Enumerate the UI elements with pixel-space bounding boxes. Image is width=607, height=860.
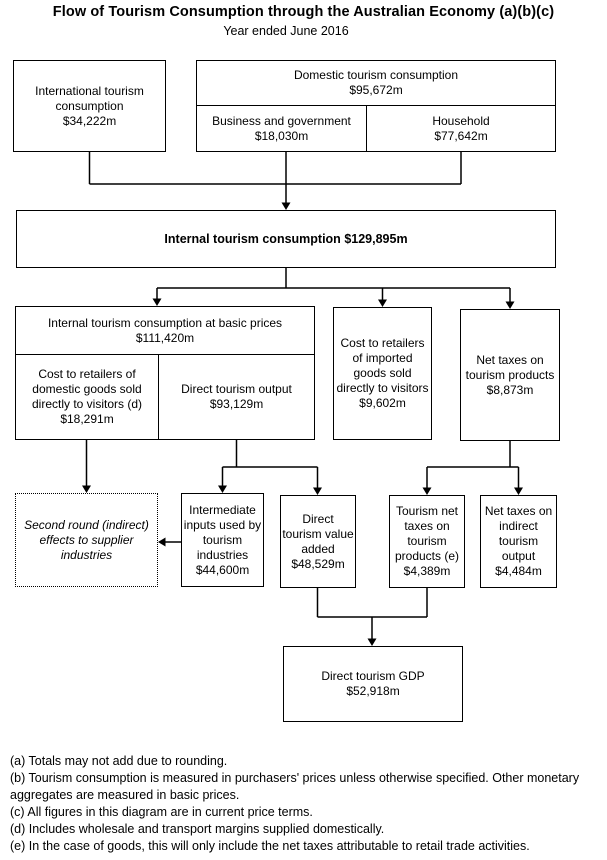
node-direct-tourism-output: Direct tourism output $93,129m — [159, 355, 314, 439]
node-basic-prices-group: Internal tourism consumption at basic pr… — [15, 306, 315, 440]
node-direct-tourism-value-added: Direct tourism value added $48,529m — [280, 495, 356, 588]
footnote-e: (e) In the case of goods, this will only… — [10, 839, 530, 853]
node-value: $4,389m — [403, 564, 451, 578]
node-value: $34,222m — [62, 113, 117, 128]
node-direct-tourism-gdp: Direct tourism GDP $52,918m — [283, 646, 463, 722]
node-label: Direct tourism GDP — [321, 669, 425, 683]
node-internal-tourism-consumption: Internal tourism consumption $129,895m — [16, 210, 556, 268]
node-value: $52,918m — [346, 684, 400, 698]
node-value: $77,642m — [434, 128, 488, 143]
node-second-round-effects: Second round (indirect) effects to suppl… — [15, 493, 158, 587]
node-internal-consumption-basic-prices: Internal tourism consumption at basic pr… — [16, 307, 314, 355]
page-subtitle: Year ended June 2016 — [223, 24, 349, 38]
node-domestic-tourism-consumption-group: Domestic tourism consumption $95,672m Bu… — [196, 60, 556, 152]
page-title: Flow of Tourism Consumption through the … — [52, 4, 555, 20]
node-label: Household — [432, 113, 490, 128]
node-label: Internal tourism consumption at basic pr… — [47, 315, 283, 330]
footnote-d: (d) Includes wholesale and transport mar… — [10, 822, 385, 836]
footnote-b: (b) Tourism consumption is measured in p… — [10, 771, 580, 802]
node-tourism-net-taxes: Tourism net taxes on tourism products (e… — [389, 495, 465, 588]
node-cost-retailers-domestic: Cost to retailers of domestic goods sold… — [16, 355, 159, 439]
node-label: International tourism consumption — [35, 83, 144, 113]
node-label: Intermediate inputs used by tourism indu… — [183, 502, 262, 562]
node-intermediate-inputs: Intermediate inputs used by tourism indu… — [181, 493, 264, 587]
node-value: $9,602m — [359, 396, 406, 410]
node-value: $48,529m — [291, 556, 345, 571]
footnotes: (a) Totals may not add due to rounding. … — [10, 753, 602, 855]
node-label: Domestic tourism consumption — [293, 68, 459, 82]
node-label: Internal tourism consumption — [164, 231, 341, 246]
node-label: Direct tourism output — [181, 382, 292, 396]
node-label: Direct tourism value added — [282, 511, 354, 556]
node-value: $111,420m — [135, 330, 195, 345]
node-value: $95,672m — [349, 83, 403, 97]
node-value: $4,484m — [495, 564, 542, 578]
node-household: Household $77,642m — [367, 106, 555, 151]
node-domestic-tourism-consumption: Domestic tourism consumption $95,672m — [197, 61, 555, 106]
node-label: Cost to retailers of domestic goods sold… — [31, 367, 143, 411]
node-value: $93,129m — [209, 397, 264, 411]
node-value: $129,895m — [344, 231, 408, 246]
node-label: Cost to retailers of imported goods sold… — [336, 336, 429, 395]
footnote-c: (c) All figures in this diagram are in c… — [10, 805, 313, 819]
node-label: Business and government — [212, 113, 351, 128]
node-international-tourism-consumption: International tourism consumption $34,22… — [13, 60, 166, 152]
node-net-taxes-tourism-products: Net taxes on tourism products $8,873m — [460, 309, 560, 441]
footnote-a: (a) Totals may not add due to rounding. — [10, 754, 228, 768]
node-label: Net taxes on indirect tourism output — [484, 504, 553, 563]
node-business-and-government: Business and government $18,030m — [197, 106, 367, 151]
node-value: $8,873m — [486, 382, 534, 397]
node-label: Second round (indirect) effects to suppl… — [24, 517, 149, 562]
node-cost-retailers-imported: Cost to retailers of imported goods sold… — [333, 307, 432, 440]
node-value: $44,600m — [195, 562, 250, 577]
node-label: Net taxes on tourism products — [465, 352, 555, 382]
node-label: Tourism net taxes on tourism products (e… — [394, 504, 460, 563]
node-net-taxes-indirect-output: Net taxes on indirect tourism output $4,… — [480, 495, 557, 588]
node-value: $18,291m — [60, 412, 114, 426]
node-value: $18,030m — [254, 128, 309, 143]
